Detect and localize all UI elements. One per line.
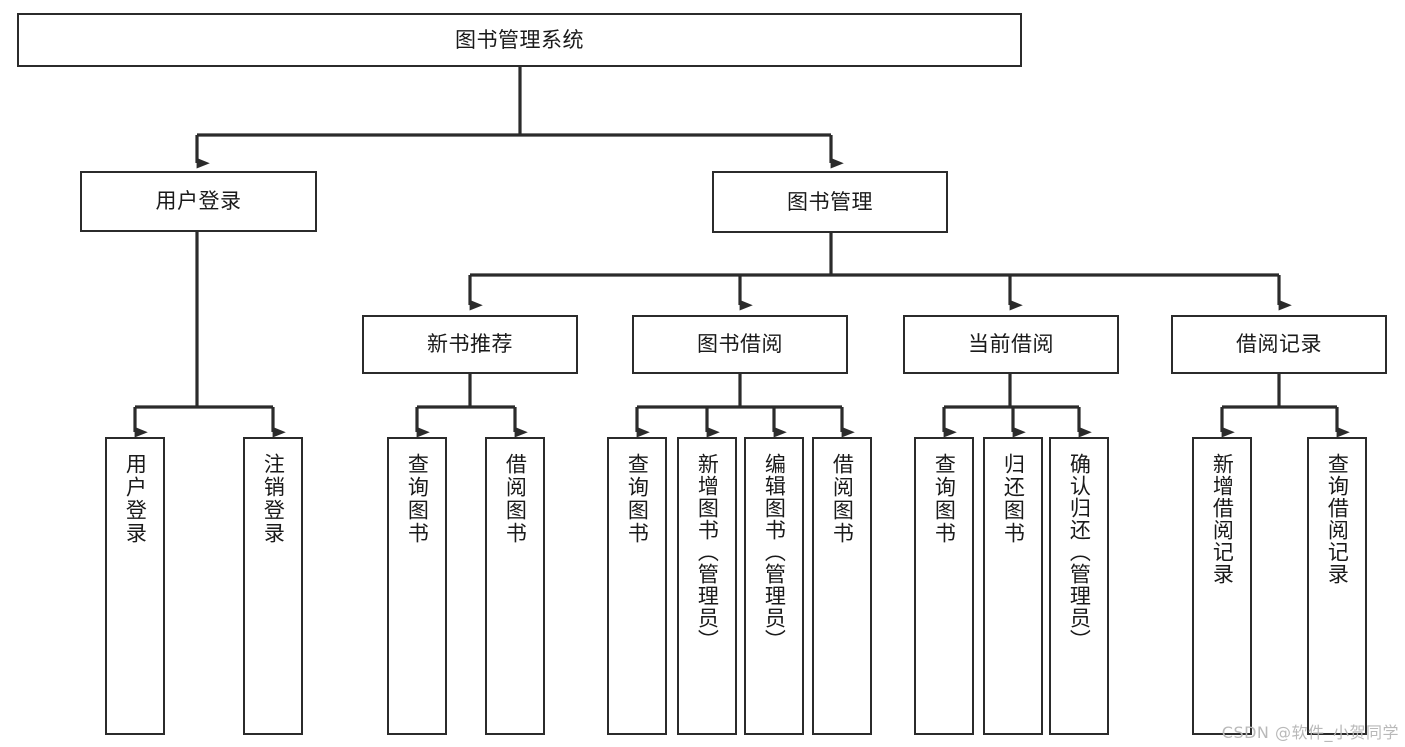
node-new-book-recommend-label: 新书推荐	[427, 332, 513, 357]
node-current-borrow-label: 当前借阅	[968, 332, 1054, 357]
node-leaf-add-book[interactable]: 新增图书（管理员）	[677, 437, 737, 735]
node-leaf-query-book-recommend-label: 查询图书	[405, 453, 430, 545]
node-leaf-return-book-label: 归还图书	[1001, 453, 1026, 545]
node-root-label: 图书管理系统	[455, 27, 584, 52]
node-leaf-logout-label: 注销登录	[261, 453, 286, 545]
node-book-borrow-label: 图书借阅	[697, 332, 783, 357]
node-leaf-confirm-return[interactable]: 确认归还（管理员）	[1049, 437, 1109, 735]
node-user-login[interactable]: 用户登录	[80, 171, 317, 232]
node-root[interactable]: 图书管理系统	[17, 13, 1022, 67]
node-user-login-label: 用户登录	[155, 189, 242, 214]
node-leaf-add-borrow-record-label: 新增借阅记录	[1210, 453, 1235, 585]
node-leaf-query-borrow-record-label: 查询借阅记录	[1325, 453, 1350, 585]
node-leaf-borrow-book-label: 借阅图书	[830, 453, 855, 545]
node-book-manage[interactable]: 图书管理	[712, 171, 948, 233]
node-leaf-user-login[interactable]: 用户登录	[105, 437, 165, 735]
node-leaf-query-book-recommend[interactable]: 查询图书	[387, 437, 447, 735]
node-leaf-query-book-current[interactable]: 查询图书	[914, 437, 974, 735]
node-leaf-borrow-book-recommend-label: 借阅图书	[503, 453, 528, 545]
node-book-manage-label: 图书管理	[787, 189, 873, 214]
node-leaf-return-book[interactable]: 归还图书	[983, 437, 1043, 735]
node-book-borrow[interactable]: 图书借阅	[632, 315, 848, 374]
node-leaf-query-borrow-record[interactable]: 查询借阅记录	[1307, 437, 1367, 735]
node-leaf-confirm-return-label: 确认归还（管理员）	[1067, 453, 1092, 651]
node-leaf-edit-book-label: 编辑图书（管理员）	[762, 453, 787, 651]
node-leaf-user-login-label: 用户登录	[123, 453, 148, 545]
node-borrow-record[interactable]: 借阅记录	[1171, 315, 1387, 374]
node-leaf-query-book-current-label: 查询图书	[932, 453, 957, 545]
watermark: CSDN @软件_小贺同学	[1221, 723, 1399, 742]
node-leaf-add-borrow-record[interactable]: 新增借阅记录	[1192, 437, 1252, 735]
node-leaf-logout[interactable]: 注销登录	[243, 437, 303, 735]
node-current-borrow[interactable]: 当前借阅	[903, 315, 1119, 374]
node-leaf-borrow-book[interactable]: 借阅图书	[812, 437, 872, 735]
node-leaf-query-book-borrow[interactable]: 查询图书	[607, 437, 667, 735]
node-leaf-borrow-book-recommend[interactable]: 借阅图书	[485, 437, 545, 735]
node-new-book-recommend[interactable]: 新书推荐	[362, 315, 578, 374]
node-leaf-add-book-label: 新增图书（管理员）	[695, 453, 720, 651]
node-leaf-edit-book[interactable]: 编辑图书（管理员）	[744, 437, 804, 735]
node-leaf-query-book-borrow-label: 查询图书	[625, 453, 650, 545]
node-borrow-record-label: 借阅记录	[1236, 332, 1322, 357]
